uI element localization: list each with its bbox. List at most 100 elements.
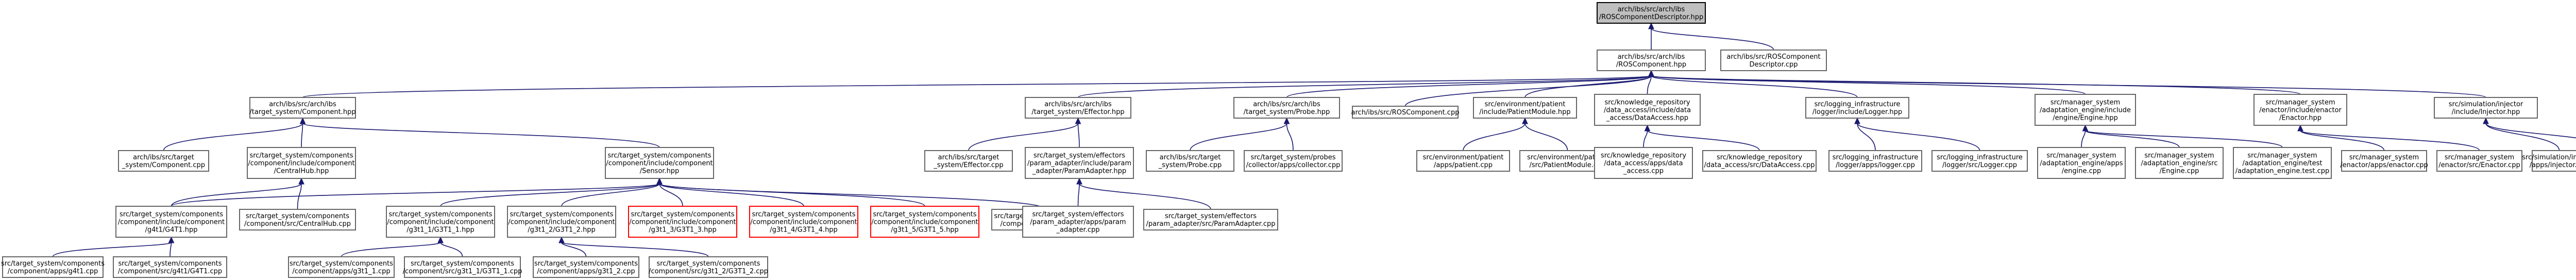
edge-sensor-hpp-to-g3t1-1-hpp	[440, 177, 663, 207]
node-patientmodule-hpp[interactable]: src/environment/patient/include/PatientM…	[1473, 97, 1577, 119]
edge-line	[1651, 28, 1774, 51]
node-centralhub-cpp[interactable]: src/target_system/components/component/s…	[239, 209, 356, 230]
node-logger-cpp[interactable]: src/logging_infrastructure/logger/src/Lo…	[1931, 150, 2028, 172]
node-enactor-app-cpp[interactable]: src/manager_system/enactor/apps/enactor.…	[2340, 150, 2428, 172]
edge-line	[302, 123, 660, 148]
node-engine-test-cpp[interactable]: src/manager_system/adaptation_engine/tes…	[2233, 147, 2332, 179]
node-g3t1-4-hpp[interactable]: src/target_system/components/component/i…	[749, 206, 858, 238]
edge-line	[2485, 123, 2576, 139]
edge-effector-hpp-to-paramadapter-hpp	[1075, 117, 1081, 148]
node-label-line: _adapter.cpp	[1056, 226, 1100, 234]
node-label-line: /component/src/g4t1/G4T1.cpp	[118, 268, 222, 275]
node-label-line: _system/Probe.cpp	[1158, 161, 1222, 169]
node-probes-patient-cpp[interactable]: src/target_system/probes/collector/apps/…	[1244, 150, 1343, 172]
node-dataaccess-cpp[interactable]: src/knowledge_repository/data_access/src…	[1702, 150, 1817, 172]
node-label-line: /component/include/component	[508, 219, 615, 226]
node-box	[115, 206, 227, 238]
node-engine-cpp[interactable]: src/manager_system/adaptation_engine/src…	[2135, 147, 2224, 179]
node-paramadapter-app-cpp[interactable]: src/target_system/effectors/param_adapte…	[1022, 206, 1134, 238]
node-label-line: /component/src/g3t1_1/G3T1_1.cpp	[403, 268, 522, 275]
node-g4t1-hpp[interactable]: src/target_system/components/component/i…	[115, 206, 227, 238]
node-roscomp[interactable]: arch/ibs/src/arch/ibs/ROSComponent.hpp	[1597, 50, 1706, 71]
edge-line	[301, 123, 303, 148]
edge-line	[1286, 75, 1652, 98]
node-label-line: /ROSComponent.hpp	[1616, 61, 1686, 69]
edge-arrowhead	[298, 177, 304, 185]
edge-line	[659, 183, 1046, 210]
node-g3t1-2-app-cpp[interactable]: src/target_system/components/component/a…	[533, 256, 639, 278]
node-g3t1-1-cpp[interactable]: src/target_system/components/component/s…	[403, 256, 522, 278]
edge-arrowhead	[1644, 124, 1651, 131]
edge-roscomp-to-injector-hpp	[1648, 70, 2486, 98]
node-g4t1-cpp[interactable]: src/target_system/components/component/s…	[113, 256, 227, 278]
node-label-line: src/knowledge_repository	[1604, 99, 1690, 107]
node-g3t1-2-cpp[interactable]: src/target_system/components/component/s…	[649, 256, 768, 278]
edge-arrowhead	[1854, 117, 1860, 124]
node-label-line: _adapter/ParamAdapter.hpp	[1032, 168, 1126, 175]
node-enactor-cpp[interactable]: src/manager_system/enactor/src/Enactor.c…	[2436, 150, 2522, 172]
node-component-hpp[interactable]: arch/ibs/src/arch/ibs/target_system/Comp…	[249, 97, 356, 119]
node-effector-cpp[interactable]: arch/ibs/src/target_system/Effector.cpp	[924, 150, 1013, 172]
node-g3t1-1-app-cpp[interactable]: src/target_system/components/component/a…	[288, 256, 395, 278]
node-label-line: /g4t1/G4T1.hpp	[145, 226, 197, 234]
node-label-line: src/manager_system	[2445, 154, 2514, 161]
node-label-line: /component/include/component	[387, 219, 494, 226]
edge-arrowhead	[1076, 177, 1082, 185]
node-label-line: /Enactor.hpp	[2279, 114, 2321, 122]
node-label-line: /ROSComponentDescriptor.hpp	[1599, 13, 1704, 21]
node-injector-hpp[interactable]: src/simulation/injector/include/Injector…	[2434, 97, 2538, 119]
node-label-line: /g3t1_1/G3T1_1.hpp	[406, 226, 474, 234]
node-box	[1931, 150, 2028, 172]
node-g3t1-5-hpp[interactable]: src/target_system/components/component/i…	[870, 206, 979, 238]
node-label-line: /component/include/component	[750, 219, 857, 226]
node-paramadapter-hpp[interactable]: src/target_system/effectors/param_adapte…	[1025, 147, 1134, 179]
edge-arrowhead	[558, 236, 565, 243]
node-g4t1-app-cpp[interactable]: src/target_system/components/component/a…	[1, 256, 105, 278]
graph-edges	[52, 22, 2576, 257]
node-roscompdesc-cpp[interactable]: arch/ibs/src/ROSComponentDescriptor.cpp	[1720, 50, 1827, 71]
node-logger-hpp[interactable]: src/logging_infrastructure/logger/includ…	[1805, 97, 1909, 119]
node-label-line: src/target_system/components	[411, 260, 514, 268]
node-box	[1805, 97, 1909, 119]
node-injector-app-cpp[interactable]: src/simulation/injector/apps/injector.cp…	[2522, 150, 2576, 172]
node-box	[118, 150, 209, 172]
node-component-cpp[interactable]: arch/ibs/src/target_system/Component.cpp	[118, 150, 209, 172]
node-centralhub-hpp[interactable]: src/target_system/components/component/i…	[247, 147, 356, 179]
edge-arrowhead	[1648, 22, 1654, 29]
node-label-line: src/target_system/components	[534, 260, 638, 268]
node-box	[1143, 209, 1278, 230]
node-logger-app-cpp[interactable]: src/logging_infrastructure/logger/apps/l…	[1828, 150, 1922, 172]
node-box	[247, 147, 356, 179]
node-enactor-hpp[interactable]: src/manager_system/enactor/include/enact…	[2253, 94, 2347, 126]
node-engine-hpp[interactable]: src/manager_system/adaptation_engine/inc…	[2035, 94, 2136, 126]
node-label-line: arch/ibs/src/arch/ibs	[1618, 53, 1685, 61]
node-probe-cpp[interactable]: arch/ibs/src/target_system/Probe.cpp	[1146, 150, 1234, 172]
node-label-line: src/target_system/components	[388, 211, 492, 219]
node-label-line: /data_access/include/data	[1604, 107, 1691, 114]
node-dataaccess-hpp[interactable]: src/knowledge_repository/data_access/inc…	[1594, 94, 1701, 126]
node-g3t1-3-hpp[interactable]: src/target_system/components/component/i…	[628, 206, 737, 238]
node-roscomp-cpp[interactable]: arch/ibs/src/ROSComponent.cpp	[1351, 106, 1460, 119]
node-engine-app-cpp[interactable]: src/manager_system/adaptation_engine/app…	[2037, 147, 2126, 179]
node-label-line: /Engine.cpp	[2160, 168, 2199, 175]
node-paramadapter-cpp[interactable]: src/target_system/effectors/param_adapte…	[1143, 209, 1278, 230]
node-g3t1-2-hpp[interactable]: src/target_system/components/component/i…	[507, 206, 616, 238]
node-effector-hpp[interactable]: arch/ibs/src/arch/ibs/target_system/Effe…	[1025, 97, 1131, 119]
node-label-line: /collector/apps/collector.cpp	[1246, 161, 1341, 169]
node-box	[507, 206, 616, 238]
edge-g3t1-1-hpp-to-g3t1-1-app-cpp	[341, 236, 444, 257]
edge-roscomp-to-component-hpp	[302, 70, 1654, 98]
node-probe-hpp[interactable]: arch/ibs/src/arch/ibs/target_system/Prob…	[1233, 97, 1340, 119]
node-box	[1352, 106, 1459, 119]
node-sensor-hpp[interactable]: src/target_system/components/component/i…	[605, 147, 714, 179]
node-label-line: src/target_system/effectors	[1032, 211, 1124, 219]
node-label-line: src/manager_system	[2247, 152, 2317, 160]
node-label-line: /component/apps/g4t1.cpp	[8, 268, 98, 275]
node-box	[628, 206, 737, 238]
node-da-app-cpp[interactable]: src/knowledge_repository/data_access/app…	[1594, 147, 1693, 179]
node-label-line: /param_adapter/src/ParamAdapter.cpp	[1146, 220, 1275, 228]
node-patient-app-cpp[interactable]: src/environment/patient/apps/patient.cpp	[1416, 150, 1510, 172]
node-box	[249, 97, 356, 119]
node-g3t1-1-hpp[interactable]: src/target_system/components/component/i…	[386, 206, 495, 238]
edge-sensor-hpp-to-g3t1-2-hpp	[561, 177, 663, 207]
